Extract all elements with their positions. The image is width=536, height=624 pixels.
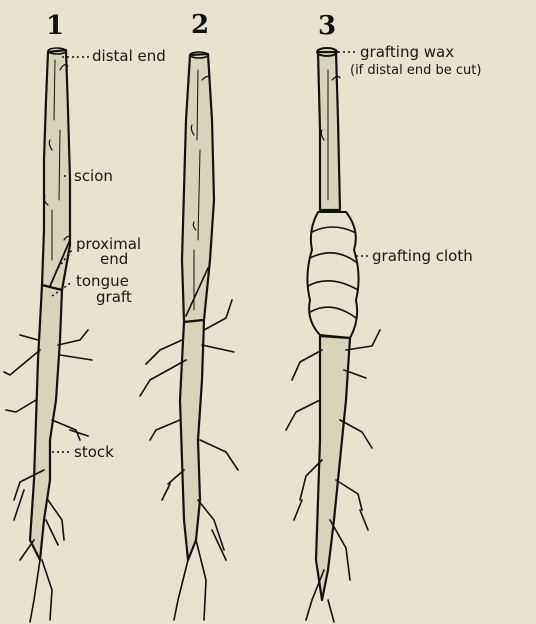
figure-number-3: 3: [318, 13, 336, 39]
figure-number-2: 2: [191, 12, 209, 38]
label-tongue: tongue: [76, 274, 129, 288]
label-distal-end: distal end: [92, 49, 166, 63]
fig1-scion: [42, 50, 70, 298]
fig3-stock: [316, 336, 350, 600]
label-proximal: proximal: [76, 237, 141, 251]
label-stock: stock: [74, 445, 114, 459]
figure-3-wrapped: [286, 48, 380, 622]
figure-1-tongue-graft: [4, 48, 92, 622]
label-grafting-cloth: grafting cloth: [372, 249, 473, 263]
label-grafting-wax: grafting wax: [360, 45, 454, 59]
label-scion: scion: [74, 169, 113, 183]
label-graft: graft: [96, 290, 132, 304]
label-if-distal-end-cut: (if distal end be cut): [350, 64, 481, 78]
figure-2-union: [140, 52, 238, 620]
label-end: end: [100, 252, 128, 266]
figure-number-1: 1: [46, 13, 64, 39]
